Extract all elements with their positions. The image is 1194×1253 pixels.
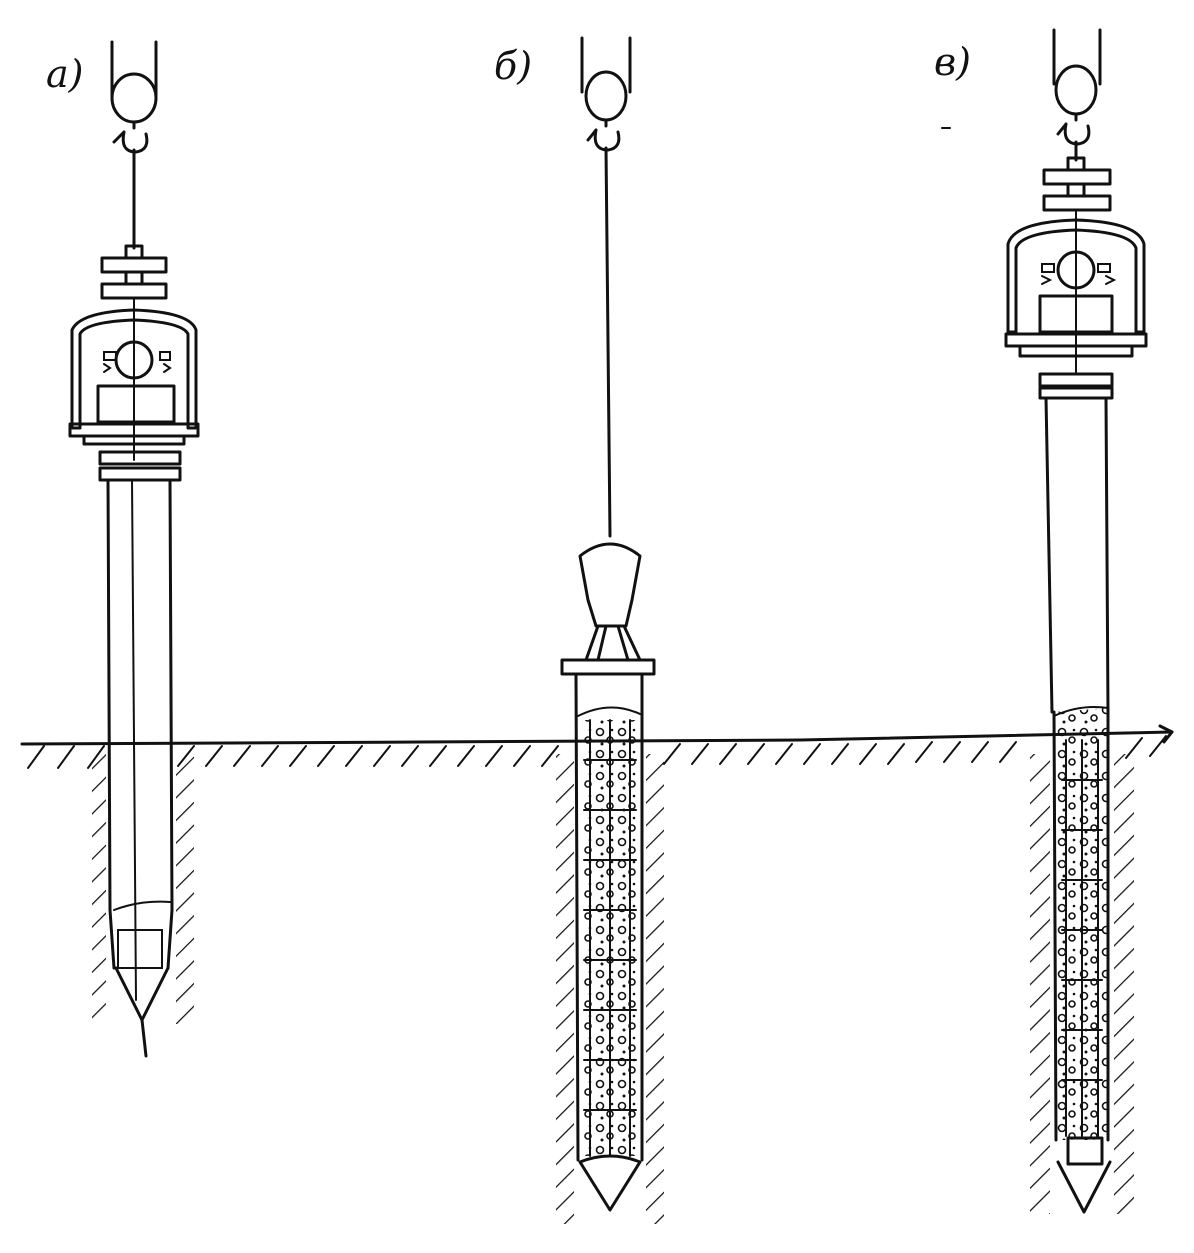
crane-hook-c-icon (1056, 112, 1091, 146)
pile-tip-b (578, 1154, 642, 1212)
panel-a-pile-driving (68, 40, 200, 1058)
crane-cable-c (1052, 28, 1102, 86)
pile-tip-a (114, 966, 170, 1022)
panel-b-reinforcement-cage (556, 36, 664, 1224)
casing-pipe-a (106, 478, 174, 970)
crane-cable-b (580, 36, 632, 94)
panel-label-b: б) (494, 44, 533, 88)
casing-pipe-c (1044, 396, 1110, 714)
crane-hook-a-icon (112, 120, 149, 154)
casing-pipe-b (574, 672, 644, 1162)
vibrator-motor-c-icon (1056, 250, 1096, 290)
pile-tip-c (1056, 1160, 1112, 1214)
vibrator-housing-a (70, 308, 198, 430)
panel-c-concreting (1004, 28, 1148, 1214)
pulley-block-c-icon (1054, 64, 1098, 116)
crane-cable-a (110, 40, 158, 98)
vibrator-housing-c (1006, 218, 1146, 334)
hopper-b (578, 542, 642, 628)
pulley-block-b-icon (584, 70, 628, 122)
pulley-block-a-icon (110, 72, 158, 124)
panel-label-a: а) (46, 52, 84, 96)
crane-hook-b-icon (586, 118, 621, 152)
panel-label-c: в) (934, 40, 971, 84)
